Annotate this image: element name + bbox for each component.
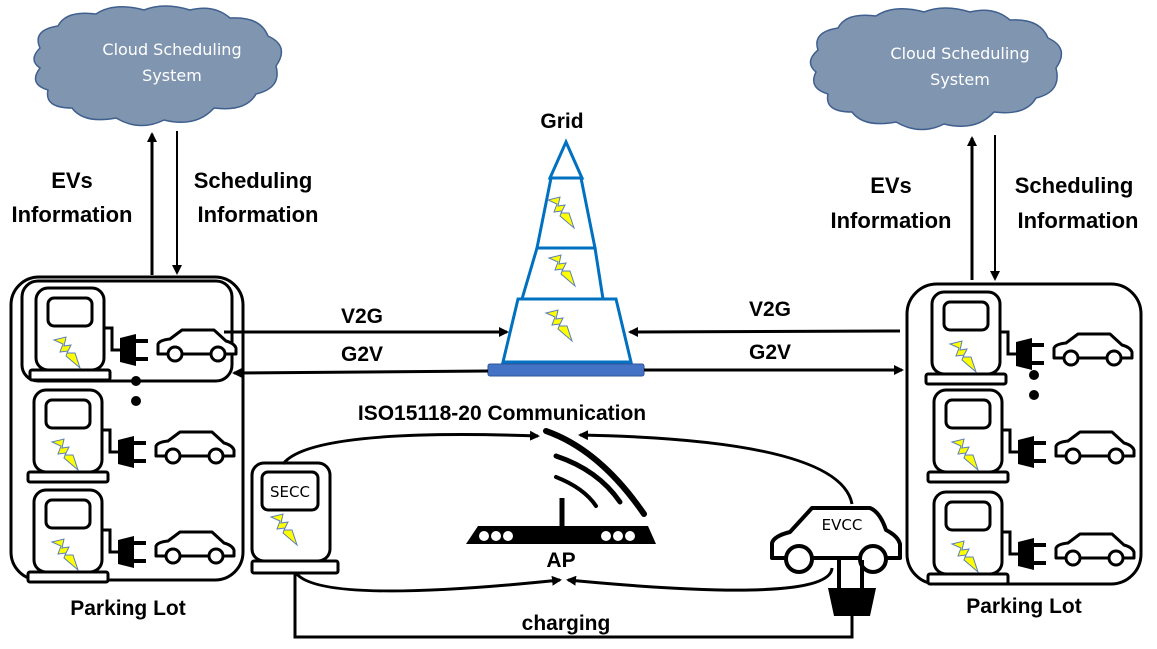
left-g2v-label: G2V (341, 343, 383, 366)
left-charger-3 (28, 490, 234, 582)
wifi-wave-inner (554, 475, 598, 508)
charging-cable (293, 573, 854, 639)
secc-label: SECC (270, 483, 310, 501)
grid-title: Grid (540, 110, 583, 133)
left-cloud-title-line2: System (142, 66, 202, 85)
right-evs-label-line2: Information (831, 208, 952, 233)
right-cloud-title-line2: System (930, 70, 990, 89)
left-parking-lot-label: Parking Lot (70, 597, 186, 620)
evcc-to-ap-lower-arrow (566, 567, 834, 592)
evcc-to-ap-upper-arrow (578, 430, 854, 505)
right-cloud-title-line1: Cloud Scheduling (890, 44, 1029, 63)
right-cloud: Cloud Scheduling System (809, 7, 1063, 131)
charging-label: charging (522, 612, 611, 635)
ap-label: AP (546, 549, 575, 572)
right-charger-2 (928, 390, 1134, 482)
charging-plug-icon (828, 588, 876, 616)
right-charger-3 (928, 492, 1134, 584)
access-point: AP (466, 428, 656, 572)
left-cloud: Cloud Scheduling System (33, 5, 283, 127)
right-scheduling-label-line1: Scheduling (1015, 173, 1134, 198)
right-v2g-label: V2G (749, 298, 791, 321)
grid-base (487, 363, 645, 377)
secc-to-ap-lower-arrow (294, 572, 562, 593)
right-evs-label-line1: EVs (870, 173, 912, 198)
right-parking-lot: Parking Lot (905, 282, 1143, 618)
wifi-wave-middle (553, 453, 623, 505)
grid-tower: Grid (487, 110, 645, 377)
wifi-wave-outer (543, 428, 647, 517)
left-evs-label-line2: Information (12, 202, 133, 227)
right-scheduling-label-line2: Information (1018, 208, 1139, 233)
left-charger-2 (28, 390, 234, 482)
right-parking-lot-label: Parking Lot (966, 595, 1082, 618)
left-g2v-arrow (232, 367, 489, 378)
evcc-label: EVCC (822, 516, 863, 534)
secc-to-ap-upper-arrow (281, 430, 540, 465)
ellipsis-dot (1029, 370, 1039, 380)
left-charger-1 (30, 288, 236, 380)
left-parking-lot: Parking Lot (9, 275, 245, 620)
left-scheduling-label-line2: Information (198, 202, 319, 227)
right-v2g-arrow (628, 326, 901, 337)
secc-charger: SECC (250, 461, 340, 575)
communication-title: ISO15118-20 Communication (358, 402, 646, 425)
ellipsis-dot (1029, 390, 1039, 400)
right-g2v-label: G2V (749, 341, 791, 364)
right-charger-1 (926, 292, 1132, 384)
ellipsis-dot (131, 376, 141, 386)
ellipsis-dot (131, 396, 141, 406)
left-v2g-label: V2G (341, 305, 383, 328)
left-cloud-title-line1: Cloud Scheduling (102, 40, 241, 59)
left-scheduling-label-line1: Scheduling (194, 168, 313, 193)
left-evs-label-line1: EVs (51, 168, 93, 193)
evcc-car: EVCC (770, 506, 902, 616)
